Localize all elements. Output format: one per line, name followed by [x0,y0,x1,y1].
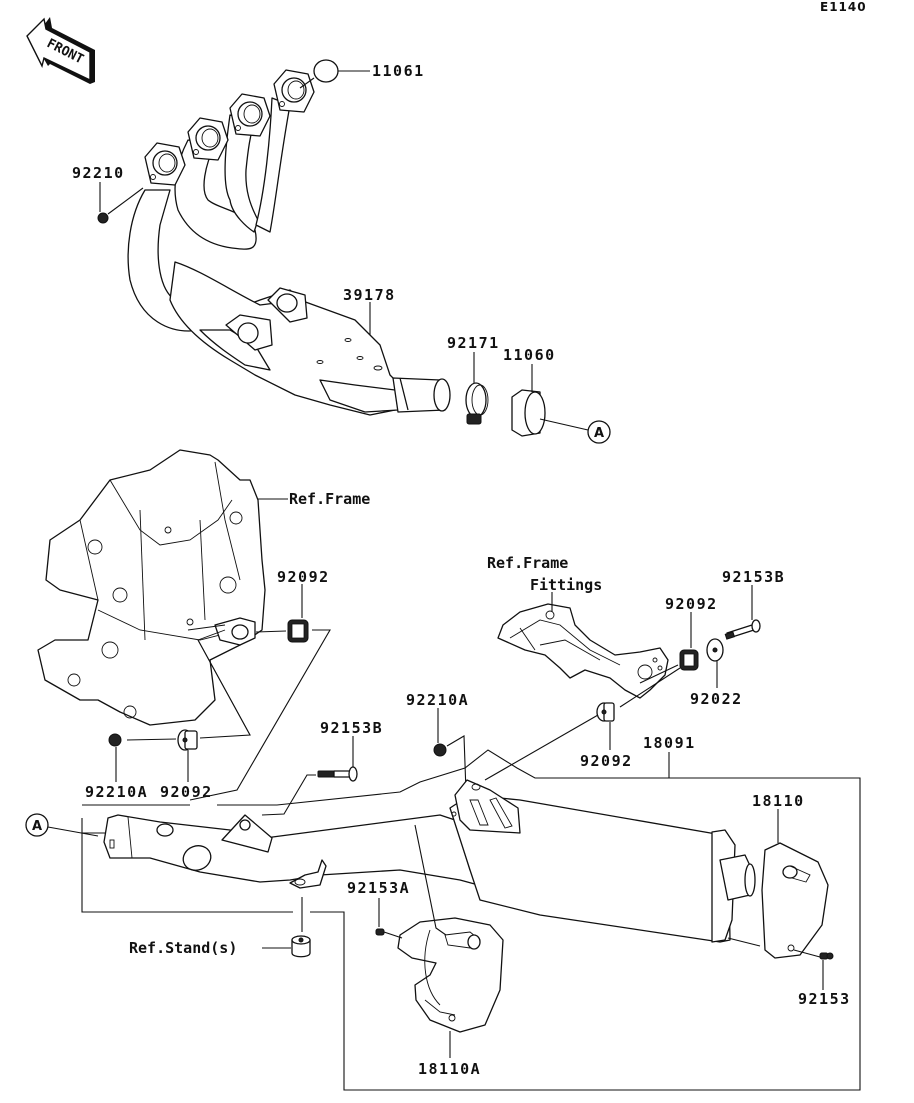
label-18110A[interactable]: 18110A [418,1060,481,1078]
nut-92210[interactable] [97,212,109,224]
label-92210A-middle[interactable]: 92210A [406,691,469,709]
label-ref-frame-fittings-line2: Fittings [530,576,602,594]
label-11061[interactable]: 11061 [372,62,425,80]
header-flanges [144,69,315,186]
end-cover-18110[interactable] [761,842,829,959]
gasket-11061[interactable] [313,59,339,83]
label-11060[interactable]: 11060 [503,346,556,364]
front-arrow-icon: FRONT [26,17,95,84]
clamp-92171[interactable] [465,382,489,425]
connector-ref-a-left [25,813,49,837]
label-92092-lower[interactable]: 92092 [160,783,213,801]
label-ref-stand: Ref.Stand(s) [129,939,237,957]
label-92171[interactable]: 92171 [447,334,500,352]
label-92092-mid-right[interactable]: 92092 [580,752,633,770]
label-92210A-lower[interactable]: 92210A [85,783,148,801]
frame-fittings-reference [497,603,669,699]
bolt-92153A[interactable] [375,928,403,939]
label-92092-upper[interactable]: 92092 [277,568,330,586]
label-ref-frame-fittings-line1: Ref.Frame [487,554,568,572]
bolt-92153B-upper[interactable] [724,619,761,640]
label-92153A[interactable]: 92153A [347,879,410,897]
svg-text:A: A [594,426,604,441]
diagram-code: E1140 [820,0,867,14]
heat-cover-18110A[interactable] [397,917,504,1033]
label-39178[interactable]: 39178 [343,286,396,304]
header-pipe-39178[interactable] [127,97,451,416]
muffler-18091[interactable] [449,779,756,943]
muffler-link-pipe[interactable] [103,814,531,896]
damper-92092-right[interactable] [679,649,699,671]
nut-92210A-middle[interactable] [433,743,447,757]
damper-92092-upper[interactable] [287,619,309,643]
connector-ref-a-top [587,420,611,444]
svg-text:A: A [32,819,42,834]
nut-92210A-lower[interactable] [108,733,122,747]
label-92153B-upper[interactable]: 92153B [722,568,785,586]
label-92210[interactable]: 92210 [72,164,125,182]
label-18110[interactable]: 18110 [752,792,805,810]
label-ref-frame: Ref.Frame [289,490,370,508]
bolt-92153[interactable] [793,949,834,960]
label-92153[interactable]: 92153 [798,990,851,1008]
label-18091[interactable]: 18091 [643,734,696,752]
damper-92092-lower[interactable] [177,729,198,751]
label-92092-right[interactable]: 92092 [665,595,718,613]
gasket-connector-11060[interactable] [511,389,546,437]
stand-damper[interactable] [291,935,311,958]
damper-92092-mid-right[interactable] [596,702,615,722]
label-92153B-middle[interactable]: 92153B [320,719,383,737]
bolt-92153B-middle[interactable] [317,766,358,782]
frame-reference [37,449,266,736]
label-92022[interactable]: 92022 [690,690,743,708]
